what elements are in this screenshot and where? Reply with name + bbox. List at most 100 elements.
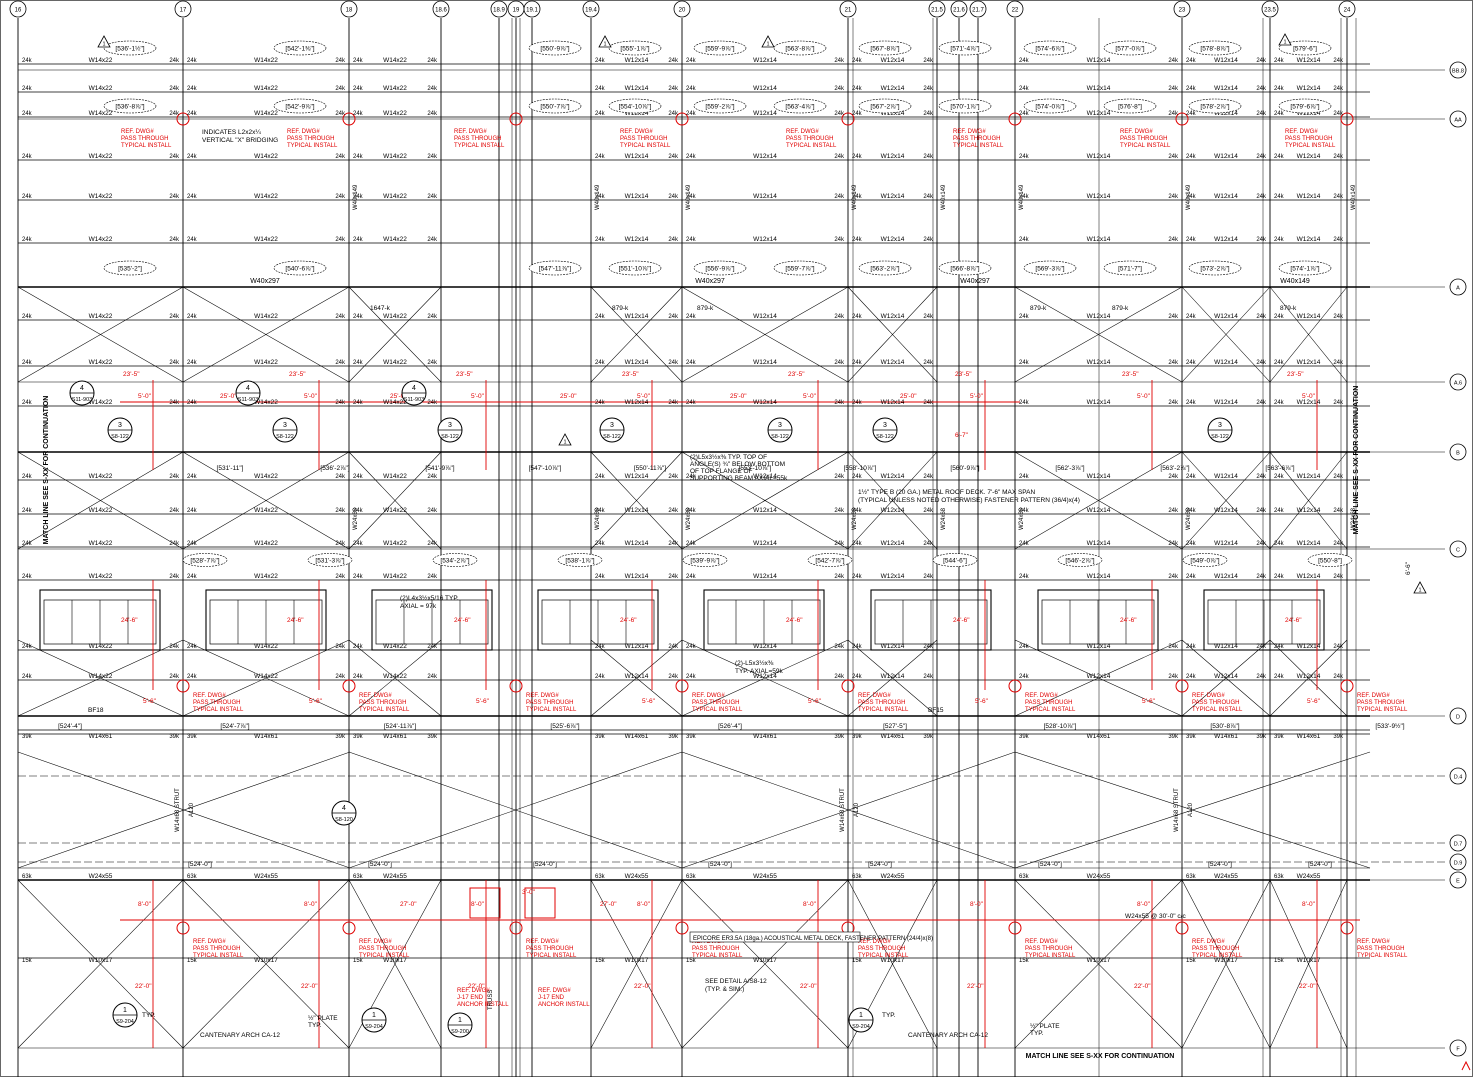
beam-load-label: 24k bbox=[1274, 541, 1285, 547]
red-penetration-marker bbox=[841, 679, 855, 693]
beam-load-label: 24k bbox=[169, 360, 180, 366]
beam-load-label: 24k bbox=[353, 58, 364, 64]
elevation-cloud bbox=[693, 40, 747, 56]
beam-load-label: 24k bbox=[1019, 360, 1030, 366]
red-box-marker bbox=[524, 887, 556, 919]
beam-load-label: 24k bbox=[595, 237, 606, 243]
beam-load-label: 24k bbox=[1186, 508, 1197, 514]
red-dimension: 8'-0" bbox=[637, 901, 651, 908]
grid-bubble-column bbox=[839, 0, 857, 18]
elevation-cloud bbox=[1188, 98, 1242, 114]
red-note-text: PASS THROUGH bbox=[1025, 946, 1072, 952]
beam-load-label: 24k bbox=[1186, 644, 1197, 650]
elevation-cloud bbox=[557, 553, 603, 567]
grid-column-label: 23.5 bbox=[1264, 8, 1276, 14]
red-penetration-marker bbox=[176, 679, 190, 693]
note-text: 1647-k bbox=[370, 305, 391, 312]
elevation-tag: [550'-11⅞"] bbox=[634, 465, 667, 472]
red-dimension: 5'-6" bbox=[1142, 698, 1156, 705]
equipment-frame bbox=[371, 589, 493, 651]
red-note-text: REF. DWG# bbox=[1285, 129, 1318, 135]
red-note-text: PASS THROUGH bbox=[620, 136, 667, 142]
girder-size-label: W24x68 bbox=[686, 507, 692, 530]
elevation-cloud bbox=[1278, 40, 1332, 56]
elevation-tag: [549'-0⅞"] bbox=[1190, 558, 1219, 565]
red-note-text: TYPICAL INSTALL bbox=[1120, 143, 1171, 149]
beam-load-label: 39k bbox=[1333, 734, 1344, 740]
beam-size-label: W12x14 bbox=[1087, 643, 1111, 650]
girder-size-label: W40x149 bbox=[1186, 184, 1192, 210]
red-penetration-marker bbox=[1340, 679, 1354, 693]
beam-load-label: 24k bbox=[852, 111, 863, 117]
beam-size-label: W12x14 bbox=[753, 540, 777, 547]
beam-size-label: W12x14 bbox=[753, 236, 777, 243]
girder-size-label: W24x68 bbox=[1186, 507, 1192, 530]
elevation-tag: [570'-1⅞"] bbox=[950, 104, 979, 111]
beam-load-label: 24k bbox=[923, 194, 934, 200]
beam-size-label: W12x14 bbox=[881, 110, 905, 117]
elevation-tag: [554'-10⅞"] bbox=[619, 104, 652, 111]
beam-size-label: W14x22 bbox=[254, 473, 278, 480]
beam-size-label: W14x22 bbox=[89, 85, 113, 92]
beam-size-label: W12x14 bbox=[1214, 540, 1238, 547]
beam-size-label: W10x17 bbox=[1214, 957, 1238, 964]
beam-size-label: W14x22 bbox=[89, 359, 113, 366]
revision-number: 1 bbox=[102, 42, 105, 48]
beam-load-label: 24k bbox=[1256, 644, 1267, 650]
red-note-text: REF. DWG# bbox=[526, 693, 559, 699]
beam-load-label: 24k bbox=[1274, 237, 1285, 243]
beam-size-label: W14x22 bbox=[254, 153, 278, 160]
beam-size-label: W14x61 bbox=[1087, 733, 1111, 740]
red-penetration-marker bbox=[176, 921, 190, 935]
match-line-label: MATCH LINE SEE S-XX FOR CONTINUATION bbox=[1353, 386, 1360, 535]
beam-load-label: 24k bbox=[923, 400, 934, 406]
elevation-tag: [578'-2⅞"] bbox=[1200, 104, 1229, 111]
beam-size-label: W12x14 bbox=[625, 399, 649, 406]
beam-size-label: W12x14 bbox=[881, 359, 905, 366]
red-dimension: 25'-0" bbox=[900, 393, 917, 400]
section-mark-number: 3 bbox=[883, 422, 887, 429]
beam-size-label: W14x22 bbox=[89, 313, 113, 320]
note-text: TRUSS bbox=[488, 990, 494, 1010]
beam-load-label: 24k bbox=[686, 644, 697, 650]
beam-size-label: W12x14 bbox=[753, 153, 777, 160]
beam-load-label: 24k bbox=[1168, 674, 1179, 680]
red-note-text: PASS THROUGH bbox=[359, 946, 406, 952]
beam-load-label: 24k bbox=[834, 400, 845, 406]
beam-load-label: 24k bbox=[335, 674, 346, 680]
elevation-tag: [571'-7"] bbox=[1118, 266, 1142, 273]
beam-load-label: 24k bbox=[335, 58, 346, 64]
red-note-text: TYPICAL INSTALL bbox=[287, 143, 338, 149]
bracing-line bbox=[681, 286, 849, 383]
beam-load-label: 24k bbox=[1274, 86, 1285, 92]
red-dimension: 3'-0" bbox=[522, 889, 536, 896]
red-penetration-marker bbox=[675, 112, 689, 126]
beam-size-label: W14x22 bbox=[383, 236, 407, 243]
strut-label: W14x68 STRUT bbox=[840, 788, 846, 832]
beam-size-label: W12x14 bbox=[1297, 643, 1321, 650]
elevation-tag: [536'-1½"] bbox=[115, 45, 144, 53]
match-line-label: MATCH LINE SEE S-XX FOR CONTINUATION bbox=[43, 396, 50, 545]
elevation-tag: [574'-1⅞"] bbox=[1290, 266, 1319, 273]
beam-load-label: 24k bbox=[923, 674, 934, 680]
beam-load-label: 24k bbox=[427, 574, 438, 580]
section-mark-sheet: S11-903 bbox=[404, 397, 424, 403]
section-mark-sheet: S9-204 bbox=[852, 1024, 870, 1030]
red-dimension: 8'-0" bbox=[304, 901, 318, 908]
beam-size-label: W24x55 bbox=[89, 873, 113, 880]
beam-load-label: 39k bbox=[668, 734, 679, 740]
section-mark-number: 3 bbox=[610, 422, 614, 429]
beam-size-label: W12x14 bbox=[881, 153, 905, 160]
beam-load-label: 24k bbox=[1186, 400, 1197, 406]
beam-load-label: 24k bbox=[1019, 58, 1030, 64]
beam-size-label: W12x14 bbox=[1214, 399, 1238, 406]
red-dimension: 24'-6" bbox=[287, 617, 304, 624]
elevation-cloud bbox=[682, 553, 728, 567]
red-dimension: 25'-0" bbox=[730, 393, 747, 400]
elevation-cloud bbox=[807, 553, 853, 567]
beam-load-label: 24k bbox=[169, 154, 180, 160]
beam-load-label: 39k bbox=[834, 734, 845, 740]
red-note-text: PASS THROUGH bbox=[1357, 700, 1404, 706]
red-note-text: REF. DWG# bbox=[1120, 129, 1153, 135]
